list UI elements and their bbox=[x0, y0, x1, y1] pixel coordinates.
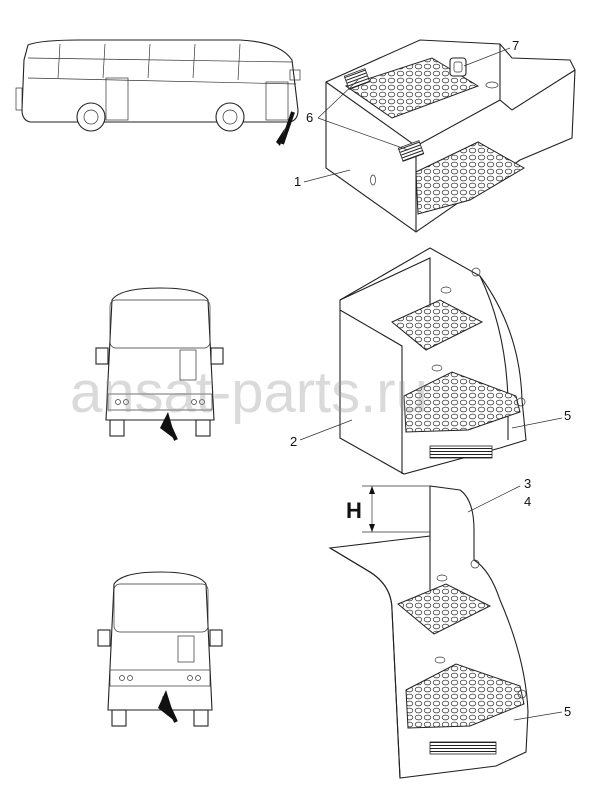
callout-2: 2 bbox=[290, 434, 297, 449]
leader-lines bbox=[299, 47, 563, 721]
callout-5-middle: 5 bbox=[564, 408, 571, 423]
callout-5-bottom: 5 bbox=[564, 704, 571, 719]
callout-6: 6 bbox=[306, 110, 313, 125]
callout-1: 1 bbox=[294, 174, 301, 189]
callout-4: 4 bbox=[524, 494, 531, 509]
step-assembly-2 bbox=[339, 247, 527, 475]
callout-7: 7 bbox=[512, 38, 519, 53]
bus-front-view-2 bbox=[97, 571, 223, 727]
callout-3: 3 bbox=[524, 476, 531, 491]
watermark-text: ansat-parts.ru bbox=[70, 360, 428, 425]
step-assembly-3 bbox=[328, 485, 529, 779]
bus-side-view bbox=[15, 39, 301, 146]
bus-front-view-1 bbox=[95, 287, 224, 441]
height-dimension-label: H bbox=[346, 498, 362, 523]
step-assembly-1 bbox=[325, 39, 576, 233]
entry-arrow-icon bbox=[276, 128, 285, 146]
